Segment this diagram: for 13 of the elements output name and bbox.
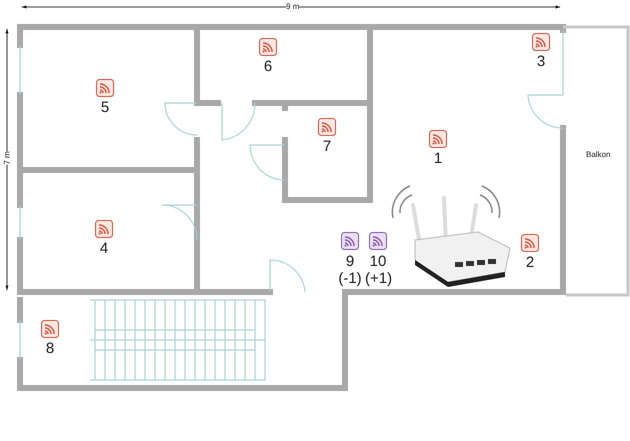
dimension-label: 7 m bbox=[2, 151, 12, 165]
access-point-number: 8 bbox=[46, 341, 54, 356]
room-label: Balkon bbox=[586, 150, 610, 159]
access-point-number: 2 bbox=[526, 255, 534, 270]
dimension-label: 9 m bbox=[286, 2, 300, 11]
access-point-number: 5 bbox=[100, 100, 110, 115]
access-point-number: 9 (-1) bbox=[337, 253, 363, 287]
access-point-number: 6 bbox=[264, 59, 272, 74]
access-point-number: 3 bbox=[536, 54, 546, 69]
access-point-number: 10 (+1) bbox=[365, 253, 391, 287]
access-point-number: 7 bbox=[322, 139, 332, 154]
access-point-number: 1 bbox=[434, 151, 442, 166]
access-point-number: 4 bbox=[100, 241, 108, 256]
